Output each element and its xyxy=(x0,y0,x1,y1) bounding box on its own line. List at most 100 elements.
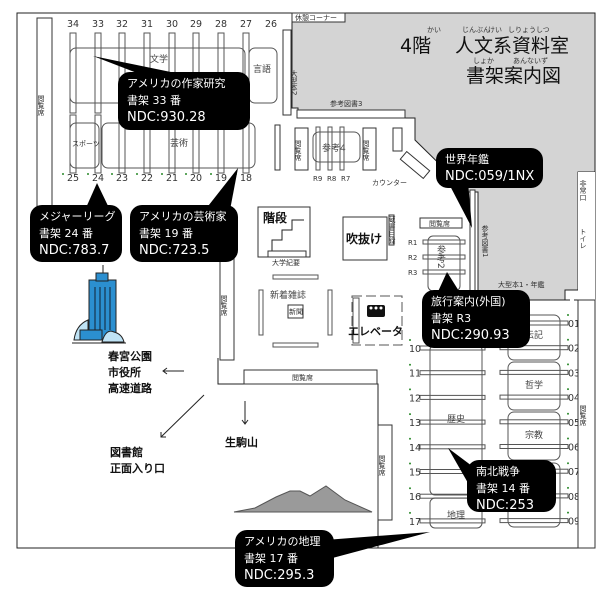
section-box xyxy=(248,47,278,104)
library-entrance-direction-2: 正面入り口 xyxy=(110,462,165,475)
shelf xyxy=(499,369,569,375)
shelf-number: 06 xyxy=(568,443,580,454)
reading-seat xyxy=(377,424,393,521)
city-building-icon xyxy=(72,265,126,344)
shelf-number: 26 xyxy=(265,19,277,30)
callout-title: メジャーリーグ xyxy=(39,209,115,223)
section-philosophy: 哲学 xyxy=(525,379,543,391)
subtitle-ruby: あんないず xyxy=(513,56,548,65)
atrium-label: 吹抜け xyxy=(346,231,382,246)
reading-seat xyxy=(294,127,309,171)
shelf-marker xyxy=(567,437,569,440)
shelf-marker xyxy=(567,388,569,391)
callout-title: アメリカの地理 xyxy=(244,535,320,548)
ndc-number: NDC:253 xyxy=(476,498,534,513)
elevator-label: エレベータ xyxy=(348,325,403,338)
shelf-number: 19 xyxy=(215,173,227,184)
mountain-icon xyxy=(233,485,373,513)
shelf-number: 22 xyxy=(141,173,153,184)
shelf xyxy=(272,274,319,280)
reference-2-label: 参考2 xyxy=(435,244,446,269)
callout-title: 世界年鑑 xyxy=(445,152,489,166)
shelf-marker xyxy=(409,511,411,514)
shelf-number: 15 xyxy=(409,468,421,479)
arrow-left-icon xyxy=(162,367,184,375)
ndc-number: NDC:059/1NX xyxy=(445,169,534,184)
library-entrance-direction: 図書館 xyxy=(110,445,143,459)
shelf-number: 18 xyxy=(240,173,252,184)
shelf-number: 02 xyxy=(568,344,580,355)
shelf-marker xyxy=(409,487,411,490)
mountain-direction: 生駒山 xyxy=(225,435,258,449)
highway-direction: 高速道路 xyxy=(108,381,153,395)
shelf-marker xyxy=(409,339,411,341)
shelf xyxy=(419,444,486,450)
shelf-r8: R8 xyxy=(327,175,336,183)
shelf-number: 27 xyxy=(240,19,252,30)
ndc-number: NDC:723.5 xyxy=(139,243,209,258)
shelf-number: 12 xyxy=(409,393,421,404)
shelf xyxy=(499,394,569,400)
shelf xyxy=(419,518,486,524)
shelf-number: 33 xyxy=(92,19,104,30)
newspapers-label: 新聞 xyxy=(289,307,303,316)
title-ruby: じんぶん xyxy=(462,26,490,34)
exit-corridor xyxy=(578,172,595,300)
park-direction: 春宮公園 xyxy=(108,349,152,363)
new-magazines-label: 新着雑誌 xyxy=(270,289,306,301)
shelf-number: 24 xyxy=(92,173,104,184)
shelf-r7: R7 xyxy=(341,175,350,183)
shelf-number-text: 書架 33 番 xyxy=(127,93,181,107)
catalog-shelf xyxy=(388,214,395,246)
title-ruby: しりょうしつ xyxy=(508,26,550,34)
shelf-marker xyxy=(567,412,569,415)
shelf-number: 23 xyxy=(116,173,128,184)
shelf-r1: R1 xyxy=(408,239,417,247)
callout-pointer xyxy=(325,532,430,560)
shelf xyxy=(339,126,345,171)
shelf xyxy=(282,29,292,116)
ndc-number: NDC:930.28 xyxy=(127,110,206,125)
stairs-icon xyxy=(271,219,304,252)
reading-seat-label: 閲覧席 xyxy=(292,373,313,382)
map-subtitle: 書架案内図 xyxy=(466,65,561,87)
callout-bubble xyxy=(467,460,556,512)
elevator xyxy=(351,295,403,346)
callout-pointer xyxy=(448,448,472,490)
shelf xyxy=(499,419,569,425)
reference-1-shelf xyxy=(469,189,476,303)
shelf-marker xyxy=(87,173,89,175)
section-sports: スポーツ xyxy=(72,140,100,148)
shelf-number-text: 書架 R3 xyxy=(431,311,471,325)
shelf-number: 30 xyxy=(166,19,178,30)
title-ruby: かい xyxy=(427,26,441,34)
callout-title: 南北戦争 xyxy=(476,464,520,478)
callout-pointer xyxy=(205,168,238,210)
shelf-marker xyxy=(409,363,411,366)
shelf xyxy=(419,394,486,400)
reading-seat xyxy=(577,299,596,549)
shelf xyxy=(499,444,569,449)
section-box xyxy=(69,122,100,169)
section-box xyxy=(429,497,483,529)
reading-seat xyxy=(419,217,463,229)
shelf xyxy=(258,289,264,336)
shelf-number: 10 xyxy=(409,344,421,355)
oversize-1-label: 大型本1・年鑑 xyxy=(498,280,544,289)
shelf-marker xyxy=(567,338,569,341)
shelf-number-text: 書架 17 番 xyxy=(244,551,298,565)
section-language: 言語 xyxy=(253,63,271,75)
shelf-marker xyxy=(136,173,138,175)
shelf-number: 13 xyxy=(409,418,421,429)
rest-corner-label: 休憩コーナー xyxy=(295,13,337,22)
title-ruby: けい xyxy=(488,26,502,34)
callout-bubble xyxy=(422,290,530,348)
shelf-number: 03 xyxy=(568,368,580,379)
callout-title: 旅行案内(外国) xyxy=(431,294,506,308)
